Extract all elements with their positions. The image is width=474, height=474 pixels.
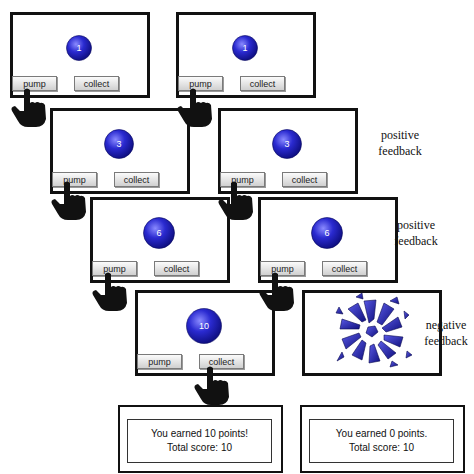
button-label: pump: [231, 175, 254, 185]
balloon-body: [312, 218, 343, 249]
balloon-body: [144, 218, 175, 249]
result-text: Total score: 10: [167, 441, 232, 455]
balloon-number: 1: [76, 43, 81, 53]
button-label: collect: [164, 264, 190, 274]
result-text: You earned 0 points.: [336, 427, 427, 441]
screen-frame: 10 pump collect: [135, 290, 275, 376]
task-button: collect: [282, 172, 327, 187]
button-label: collect: [209, 357, 235, 367]
balloon-circle: 6: [143, 217, 175, 249]
button-label: collect: [124, 175, 150, 185]
task-button: pump: [92, 261, 137, 276]
screen-frame: 3 pump collect: [50, 108, 190, 194]
task-button: pump: [137, 354, 182, 369]
balloon-body: [273, 130, 302, 159]
task-button: pump: [178, 76, 223, 91]
feedback-label: positive feedback: [371, 127, 429, 159]
task-button: pump: [260, 261, 305, 276]
feedback-label: positive feedback: [387, 217, 445, 249]
feedback-label: negative feedback: [420, 317, 472, 349]
balloon-number: 3: [116, 139, 121, 149]
balloon-circle: 6: [311, 217, 343, 249]
result-frame: You earned 0 points.Total score: 10: [300, 405, 465, 473]
button-label: collect: [250, 79, 276, 89]
balloon-body: [105, 130, 134, 159]
result-box: You earned 10 points!Total score: 10: [127, 419, 272, 463]
task-button: collect: [74, 76, 119, 91]
balloon-body: [187, 309, 222, 344]
task-button: pump: [12, 76, 57, 91]
balloon-number: 3: [284, 139, 289, 149]
task-button: collect: [154, 261, 199, 276]
button-label: collect: [332, 264, 358, 274]
result-box: You earned 0 points.Total score: 10: [309, 419, 454, 463]
button-label: collect: [84, 79, 110, 89]
task-button: collect: [322, 261, 367, 276]
screen-frame: 1 pump collect: [176, 12, 316, 98]
balloon-circle: 3: [104, 129, 134, 159]
result-text: Total score: 10: [349, 441, 414, 455]
screen-frame: 1 pump collect: [10, 12, 150, 98]
balloon-number: 6: [156, 228, 161, 238]
screen-frame: 6 pump collect: [90, 197, 230, 283]
screen-frame: 6 pump collect: [258, 197, 398, 283]
screen-frame: [302, 290, 442, 376]
balloon-number: 1: [242, 43, 247, 53]
balloon-circle: 3: [272, 129, 302, 159]
balloon-circle: 10: [186, 308, 222, 344]
button-label: pump: [63, 175, 86, 185]
screen-frame: 3 pump collect: [218, 108, 358, 194]
button-label: collect: [292, 175, 318, 185]
balloon-circle: 1: [232, 35, 258, 61]
task-button: collect: [240, 76, 285, 91]
button-label: pump: [189, 79, 212, 89]
button-label: pump: [103, 264, 126, 274]
balloon-circle: 1: [66, 35, 92, 61]
balloon-number: 10: [199, 321, 209, 331]
result-text: You earned 10 points!: [151, 427, 248, 441]
task-button: collect: [199, 354, 244, 369]
balloon-body: [67, 36, 92, 61]
task-button: collect: [114, 172, 159, 187]
button-label: pump: [148, 357, 171, 367]
button-label: pump: [271, 264, 294, 274]
task-button: pump: [52, 172, 97, 187]
balloon-number: 6: [324, 228, 329, 238]
result-frame: You earned 10 points!Total score: 10: [118, 405, 283, 473]
task-button: pump: [220, 172, 265, 187]
balloon-body: [233, 36, 258, 61]
button-label: pump: [23, 79, 46, 89]
